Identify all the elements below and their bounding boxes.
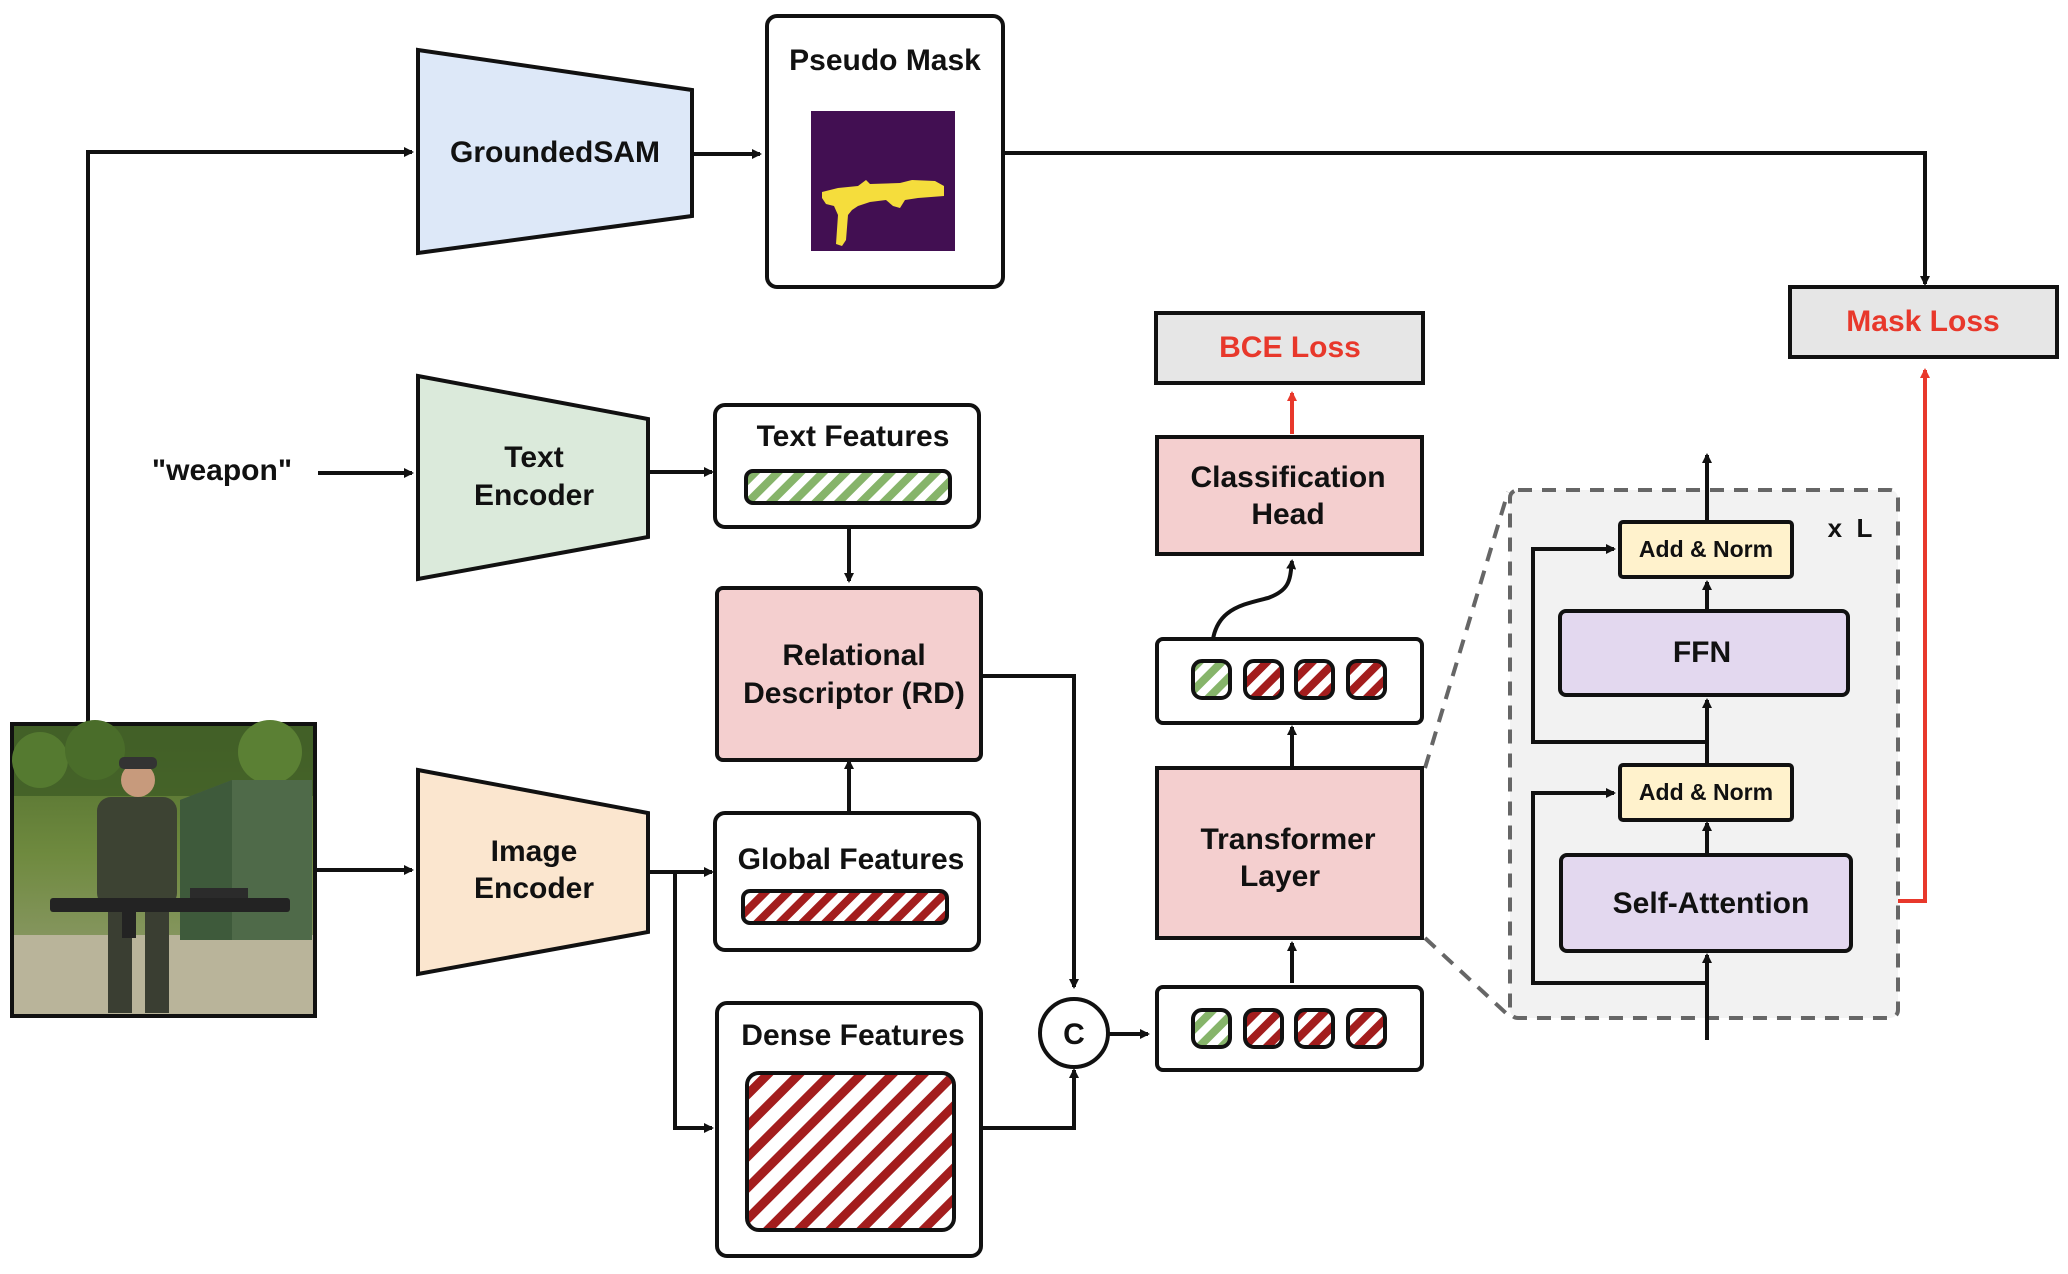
global-features-block: Global Features	[713, 811, 981, 952]
dense-feature-map	[745, 1071, 956, 1232]
ffn-box	[1558, 609, 1850, 697]
detail-connectors	[1531, 453, 1712, 1040]
weapon-mask-shape	[822, 180, 944, 246]
rd-label-2: Descriptor (RD)	[743, 677, 965, 710]
bce-loss-block: BCE Loss	[1154, 311, 1425, 385]
image-encoder-label-1: Image	[491, 835, 578, 868]
global-features-title: Global Features	[738, 843, 965, 876]
transformer-detail-panel: x L Add & Norm FFN Add & Norm Self-Atten…	[1508, 453, 1900, 1040]
image-encoder-label-2: Encoder	[474, 872, 594, 905]
arrow-pseudomask-to-maskloss	[1003, 151, 1930, 286]
pseudo-mask-title: Pseudo Mask	[789, 44, 981, 77]
mask-loss-box	[1788, 285, 2059, 359]
ffn-label: FFN	[1673, 636, 1731, 669]
self-attention-label: Self-Attention	[1613, 887, 1810, 920]
groundedsam-trapezoid	[416, 47, 694, 256]
text-encoder-label-2: Encoder	[474, 479, 594, 512]
classification-head-block: Classification Head	[1155, 435, 1424, 556]
output-token	[1294, 659, 1335, 700]
image-encoder-block: Image Encoder	[416, 767, 650, 977]
transformer-layer-block: Transformer Layer	[1155, 766, 1424, 940]
transformer-layer-label-2: Layer	[1240, 860, 1320, 893]
self-attention-box	[1559, 853, 1853, 953]
bce-loss-label: BCE Loss	[1219, 331, 1361, 364]
relational-descriptor-block: Relational Descriptor (RD)	[715, 586, 983, 762]
text-encoder-trapezoid	[416, 373, 650, 582]
arrow-rd-to-concat	[982, 674, 1079, 989]
input-image	[10, 720, 317, 1018]
classification-head-label-2: Head	[1251, 498, 1324, 531]
input-cls-token	[1191, 1008, 1232, 1049]
text-features-block: Text Features	[713, 403, 981, 529]
text-features-title: Text Features	[757, 420, 950, 453]
groundedsam-label: GroundedSAM	[450, 136, 660, 169]
concat-label: C	[1063, 1018, 1085, 1051]
mask-loss-block: Mask Loss	[1788, 285, 2059, 359]
transformer-layer-box	[1155, 766, 1424, 940]
add-norm-top-box	[1618, 520, 1794, 579]
input-token	[1294, 1008, 1335, 1049]
groundedsam-block: GroundedSAM	[416, 47, 694, 256]
input-token-row	[1155, 985, 1424, 1072]
output-token	[1243, 659, 1284, 700]
arrow-imageencoder-to-densefeatures	[673, 872, 714, 1133]
repeat-label: x L	[1828, 513, 1873, 543]
bce-loss-box	[1154, 311, 1425, 385]
classification-head-box	[1155, 435, 1424, 556]
rd-box	[715, 586, 983, 762]
global-features-box	[713, 811, 981, 952]
arrow-image-to-groundedsam	[86, 147, 414, 723]
connectors	[86, 147, 1930, 1133]
text-encoder-label-1: Text	[504, 441, 563, 474]
output-cls-token	[1191, 659, 1232, 700]
arrow-dense-to-concat	[982, 1068, 1079, 1130]
transformer-layer-label-1: Transformer	[1200, 823, 1375, 856]
global-feature-vector	[741, 889, 949, 925]
input-token	[1346, 1008, 1387, 1049]
dense-features-title: Dense Features	[741, 1019, 964, 1052]
mask-loss-label: Mask Loss	[1846, 305, 1999, 338]
concat-circle	[1038, 997, 1110, 1069]
concat-node: C	[1038, 997, 1110, 1069]
output-token	[1346, 659, 1387, 700]
output-token-row	[1155, 637, 1424, 725]
pseudo-mask-block: Pseudo Mask	[765, 14, 1005, 289]
classification-head-label-1: Classification	[1190, 461, 1385, 494]
arrow-clstoken-to-head	[1209, 559, 1297, 657]
input-token	[1243, 1008, 1284, 1049]
add-norm-bottom-label: Add & Norm	[1639, 779, 1773, 805]
rd-label-1: Relational	[782, 639, 925, 672]
add-norm-top-label: Add & Norm	[1639, 536, 1773, 562]
image-encoder-trapezoid	[416, 767, 650, 977]
text-feature-vector	[744, 469, 952, 505]
zoom-lines	[1423, 491, 1510, 1017]
input-token-box	[1155, 985, 1424, 1072]
add-norm-bottom-box	[1618, 763, 1794, 822]
text-encoder-block: Text Encoder	[416, 373, 650, 582]
dense-features-block: Dense Features	[715, 1001, 983, 1258]
text-prompt: "weapon"	[152, 454, 292, 487]
